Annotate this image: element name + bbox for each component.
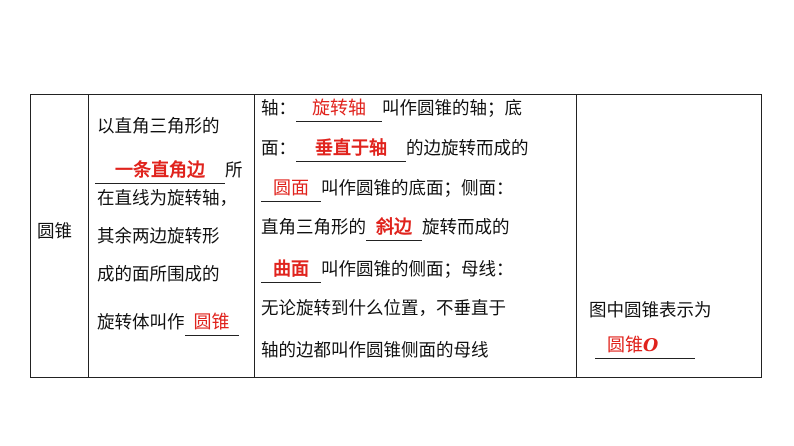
base-label: 面： bbox=[261, 139, 296, 159]
answer-cone-name: 圆锥 bbox=[607, 335, 643, 356]
answer-blank-4: 垂直于轴 bbox=[296, 131, 406, 162]
answer-hypotenuse: 斜边 bbox=[376, 217, 412, 238]
solid-name: 圆锥 bbox=[37, 222, 72, 242]
answer-blank-5: 圆面 bbox=[261, 171, 321, 202]
answer-vertex-letter: O bbox=[643, 336, 659, 356]
answer-circular-face: 圆面 bbox=[273, 178, 309, 199]
parts-line-4-tail: 旋转而成的 bbox=[422, 218, 510, 238]
parts-line-6: 无论旋转到什么位置，不垂直于 bbox=[261, 299, 506, 319]
parts-line-5-tail: 叫作圆锥的侧面；母线： bbox=[321, 260, 514, 280]
name-cell: 圆锥 bbox=[31, 95, 89, 377]
definition-line-4: 其余两边旋转形 bbox=[97, 227, 220, 247]
answer-perpendicular-to-axis: 垂直于轴 bbox=[315, 138, 387, 159]
parts-line-4-head: 直角三角形的 bbox=[261, 218, 366, 238]
parts-line-3-tail: 叫作圆锥的底面；侧面： bbox=[321, 179, 514, 199]
answer-cone: 圆锥 bbox=[193, 312, 230, 333]
definition-line-2: 一条直角边所 bbox=[95, 153, 243, 189]
parts-line-3: 圆面叫作圆锥的底面；侧面： bbox=[261, 171, 514, 207]
answer-blank-3: 旋转轴 bbox=[296, 91, 382, 122]
notation-text: 图中圆锥表示为 bbox=[589, 301, 712, 321]
parts-line-1: 轴： 旋转轴叫作圆锥的轴；底 bbox=[261, 91, 522, 127]
answer-blank-2: 圆锥 bbox=[184, 305, 239, 336]
parts-cell: 轴： 旋转轴叫作圆锥的轴；底 面： 垂直于轴的边旋转而成的 圆面叫作圆锥的底面；侧面… bbox=[255, 95, 577, 377]
notation-cell: 图中圆锥表示为 圆锥O bbox=[577, 95, 763, 377]
parts-line-7: 轴的边都叫作圆锥侧面的母线 bbox=[261, 341, 489, 361]
definition-line-5: 成的面所围成的 bbox=[97, 265, 220, 285]
answer-curved-surface: 曲面 bbox=[273, 259, 309, 280]
definition-line-6-text: 旋转体叫作 bbox=[97, 313, 185, 333]
answer-blank-6: 斜边 bbox=[366, 210, 422, 241]
definition-line-2-tail: 所 bbox=[225, 161, 243, 181]
answer-blank-8: 圆锥O bbox=[595, 328, 695, 359]
parts-line-4: 直角三角形的斜边旋转而成的 bbox=[261, 210, 510, 246]
answer-blank-1: 一条直角边 bbox=[95, 153, 225, 184]
answer-right-angle-side: 一条直角边 bbox=[115, 160, 205, 181]
definition-line-3: 在直线为旋转轴， bbox=[97, 189, 237, 209]
parts-line-1-tail: 叫作圆锥的轴；底 bbox=[382, 99, 522, 119]
parts-line-2-tail: 的边旋转而成的 bbox=[406, 139, 529, 159]
answer-blank-7: 曲面 bbox=[261, 252, 321, 283]
axis-label: 轴： bbox=[261, 99, 296, 119]
definition-cell: 以直角三角形的 一条直角边所 在直线为旋转轴， 其余两边旋转形 成的面所围成的 … bbox=[89, 95, 255, 377]
parts-line-5: 曲面叫作圆锥的侧面；母线： bbox=[261, 252, 514, 288]
notation-line: 圆锥O bbox=[595, 328, 695, 364]
parts-line-2: 面： 垂直于轴的边旋转而成的 bbox=[261, 131, 529, 167]
answer-rotation-axis: 旋转轴 bbox=[312, 98, 366, 119]
definition-line-1: 以直角三角形的 bbox=[97, 117, 220, 137]
definition-line-6: 旋转体叫作圆锥 bbox=[97, 305, 239, 341]
geometry-table: 圆锥 以直角三角形的 一条直角边所 在直线为旋转轴， 其余两边旋转形 成的面所围… bbox=[30, 94, 762, 378]
